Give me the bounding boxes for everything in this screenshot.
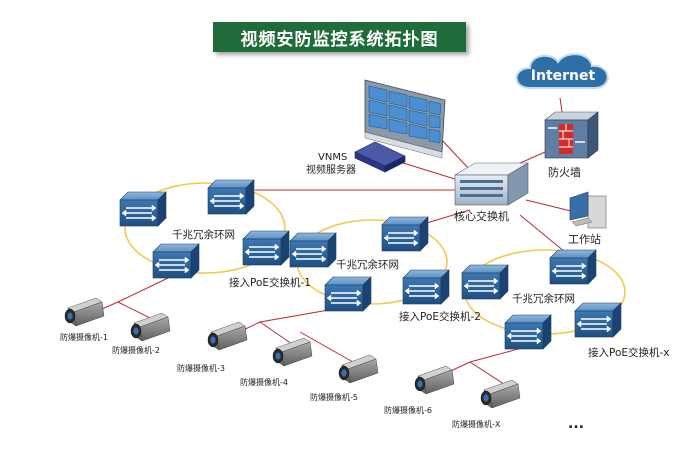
camera-5-icon [338,354,379,384]
ring1-switch-d [152,243,200,279]
camera-3-label: 防爆摄像机-3 [177,363,225,373]
diagram-title: 视频安防监控系统拓扑图 [213,22,466,52]
firewall-label: 防火墙 [548,165,581,179]
ring3-switch-c [574,302,622,338]
internet-cloud: Internet [515,53,609,89]
more-ellipsis: ... [568,416,584,432]
camera-4-label: 防爆摄像机-4 [240,377,288,387]
camera-6-icon [414,365,455,395]
camera-x-icon [480,379,521,409]
camera-3-icon [207,321,248,351]
internet-label: Internet [531,68,596,84]
video-wall-icon [364,79,446,159]
ring1-switch-a [119,191,167,227]
ring2-switch-a [289,232,337,268]
vnms-label-1: VNMS [318,152,347,163]
camera-6-label: 防爆摄像机-6 [384,405,432,415]
workstation-label: 工作站 [568,232,601,246]
ring3-switch-a [461,264,509,300]
vnms-server-icon [354,141,406,173]
core-switch-label: 核心交换机 [454,209,509,223]
poe-switch-2-label: 接入PoE交换机-2 [399,310,481,323]
ring-2-label: 千兆冗余环网 [336,258,399,271]
ring3-switch-d [504,314,552,350]
ring-3-label: 千兆冗余环网 [512,292,575,305]
ring2-switch-d [324,276,372,312]
camera-1-icon [64,297,105,327]
ring1-switch-c [242,230,290,266]
ring3-switch-b [549,249,597,285]
camera-2-icon [130,312,171,342]
camera-2-label: 防爆摄像机-2 [112,345,160,355]
poe-switch-x-label: 接入PoE交换机-x [588,346,670,359]
poe-switch-1-label: 接入PoE交换机-1 [229,276,311,289]
ring2-switch-c [402,269,450,305]
ring-1-label: 千兆冗余环网 [172,228,235,241]
ring1-switch-b [207,179,255,215]
camera-x-label: 防爆摄像机-X [452,419,501,429]
ring-1-path [124,182,286,274]
workstation-icon [569,191,607,229]
camera-1-label: 防爆摄像机-1 [60,332,108,342]
firewall-device [544,111,599,159]
camera-4-icon [272,337,313,367]
core-switch-device [453,162,530,206]
vnms-label-2: 视频服务器 [306,163,356,176]
ring2-switch-b [381,216,429,252]
camera-5-label: 防爆摄像机-5 [310,392,358,402]
